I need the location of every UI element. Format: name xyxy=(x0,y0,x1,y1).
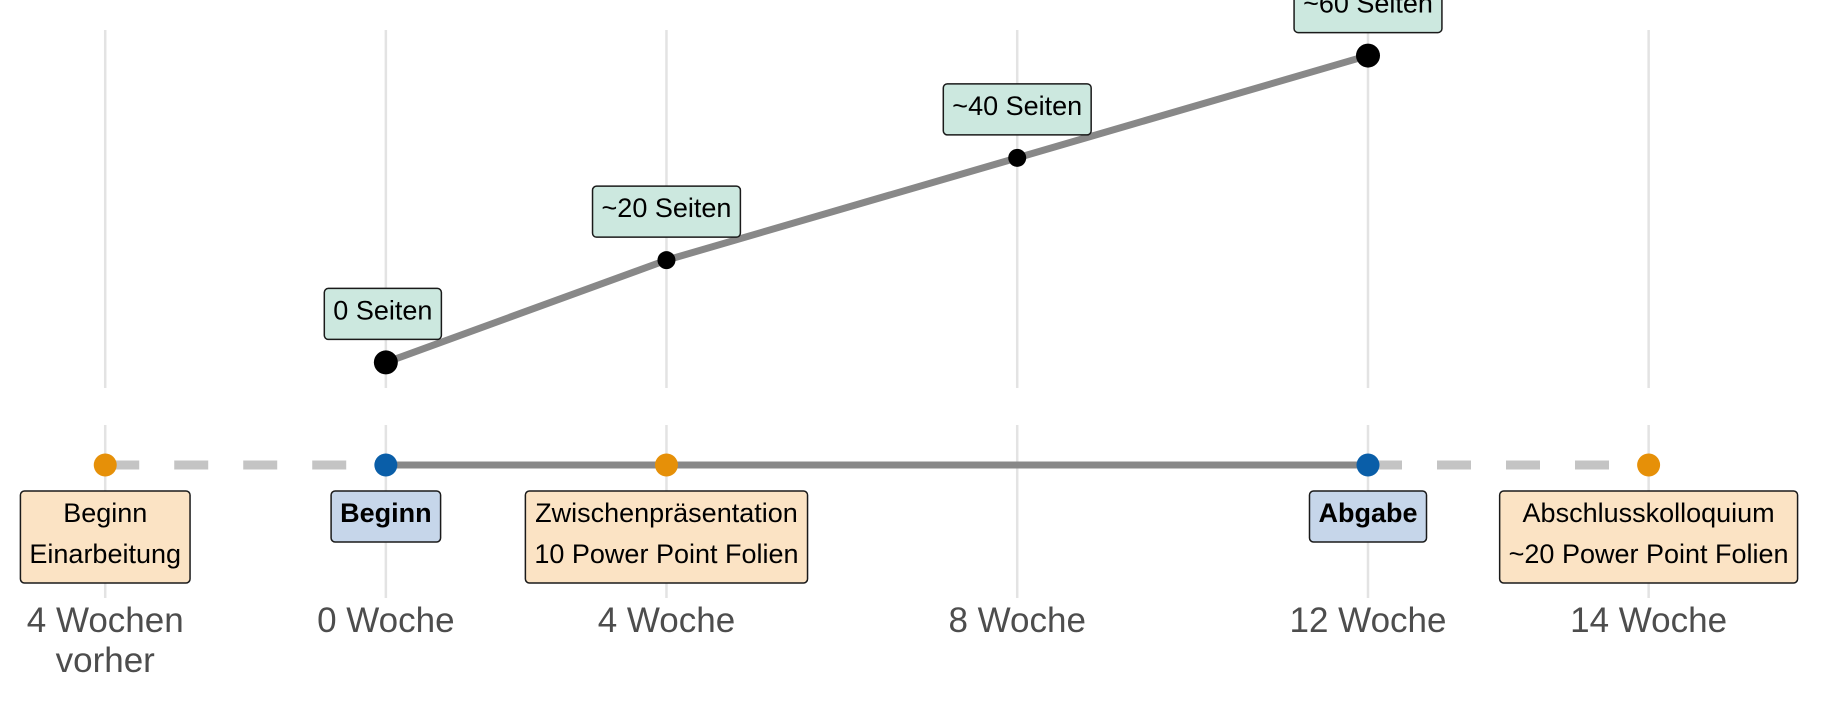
pages-line xyxy=(384,52,1369,366)
event-label-text: Einarbeitung xyxy=(29,539,181,569)
event-label: Abschlusskolloquium ~20 Power Point Folie… xyxy=(1498,490,1799,584)
pages-point xyxy=(1008,148,1027,167)
timeline-event-point xyxy=(93,453,117,477)
timeline-event-point xyxy=(1637,453,1661,477)
x-tick-label: 12 Woche xyxy=(1290,601,1447,640)
timeline-event-point xyxy=(654,453,678,477)
event-label-text: Zwischenpräsentation xyxy=(535,498,798,528)
event-label: Beginn xyxy=(330,490,442,543)
timeline-track xyxy=(93,453,1661,477)
pages-label: 0 Seiten xyxy=(323,287,443,341)
pages-label-box xyxy=(591,185,742,238)
event-label-text: ~20 Power Point Folien xyxy=(1509,539,1789,569)
event-label-box xyxy=(1308,490,1428,543)
x-tick-label: 0 Woche xyxy=(317,601,455,640)
pages-point xyxy=(657,251,676,270)
pages-label-box xyxy=(942,83,1092,136)
timeline-event-point xyxy=(374,453,398,477)
pages-label: ~40 Seiten xyxy=(942,83,1092,136)
pages-label-text: ~40 Seiten xyxy=(952,91,1082,121)
event-label-text: Beginn xyxy=(340,498,432,528)
pages-label-box xyxy=(1293,0,1443,34)
pages-point xyxy=(373,350,398,375)
event-label-box xyxy=(330,490,442,543)
event-labels: 0 Seiten ~20 Seiten ~40 Seiten ~60 SeitenBe… xyxy=(19,0,1799,584)
pages-label: ~60 Seiten xyxy=(1293,0,1443,34)
x-tick-label: vorher xyxy=(56,641,156,680)
x-tick-label: 4 Woche xyxy=(598,601,736,640)
event-label: Abgabe xyxy=(1308,490,1428,543)
pages-label: ~20 Seiten xyxy=(591,185,742,238)
event-label-text: 10 Power Point Folien xyxy=(534,539,798,569)
event-label-box xyxy=(524,490,809,584)
event-label-box xyxy=(19,490,191,584)
event-label-text: Beginn xyxy=(63,498,147,528)
event-label-text: Abschlusskolloquium xyxy=(1523,498,1775,528)
pages-label-text: ~60 Seiten xyxy=(1303,0,1433,19)
pages-label-box xyxy=(323,287,443,341)
timeline-event-point xyxy=(1356,453,1380,477)
pages-label-text: 0 Seiten xyxy=(333,295,432,325)
pages-point xyxy=(1356,43,1380,68)
event-label: Zwischenpräsentation 10 Power Point Folie… xyxy=(524,490,809,584)
x-tick-label: 4 Wochen xyxy=(27,601,184,640)
event-label-box xyxy=(1498,490,1799,584)
pages-label-text: ~20 Seiten xyxy=(602,193,732,223)
x-tick-label: 8 Woche xyxy=(948,601,1086,640)
x-tick-label: 14 Woche xyxy=(1570,601,1727,640)
pages-series xyxy=(373,43,1380,375)
event-label-text: Abgabe xyxy=(1318,498,1417,528)
